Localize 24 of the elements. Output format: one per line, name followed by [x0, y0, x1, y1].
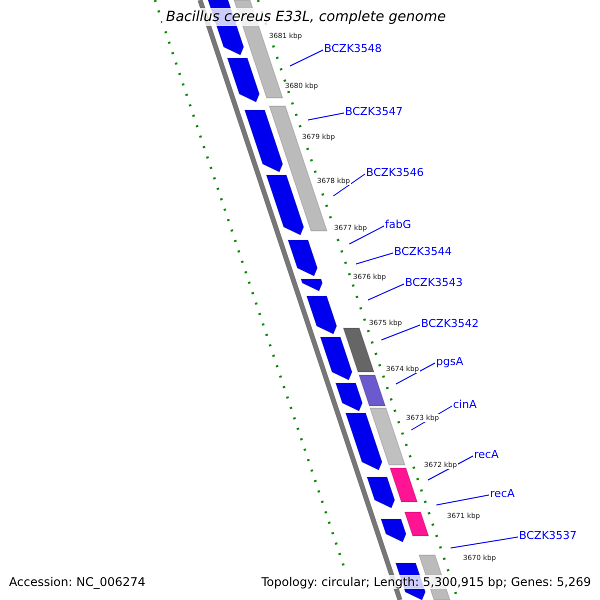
leader-line — [308, 112, 344, 120]
gene-label: BCZK3547 — [345, 105, 403, 118]
leader-line — [348, 226, 384, 244]
accession-text: Accession: NC_006274 — [9, 575, 146, 589]
leader-line — [380, 324, 420, 340]
leader-line — [332, 174, 366, 196]
leader-line — [450, 536, 518, 548]
gene-label: BCZK3542 — [421, 317, 479, 330]
gene-label: recA — [474, 448, 499, 461]
gene-label: BCZK3548 — [324, 42, 382, 55]
gene-label: BCZK3544 — [394, 245, 452, 258]
gene-label: BCZK3543 — [405, 276, 463, 289]
gene-label: recA — [490, 487, 515, 500]
leader-line — [356, 252, 394, 264]
gene-label: BCZK3537 — [519, 529, 577, 542]
gene-label: fabG — [385, 218, 412, 231]
leader-line — [396, 362, 436, 384]
genome-info-text: Topology: circular; Length: 5,300,915 bp; Genes: 5,269 — [261, 575, 591, 589]
gene-label: pgsA — [436, 355, 464, 368]
leader-line — [436, 494, 490, 506]
leader-line — [368, 284, 404, 300]
gene-label: cinA — [453, 398, 477, 411]
leader-line — [290, 50, 324, 66]
gene-label: BCZK3546 — [366, 166, 424, 179]
